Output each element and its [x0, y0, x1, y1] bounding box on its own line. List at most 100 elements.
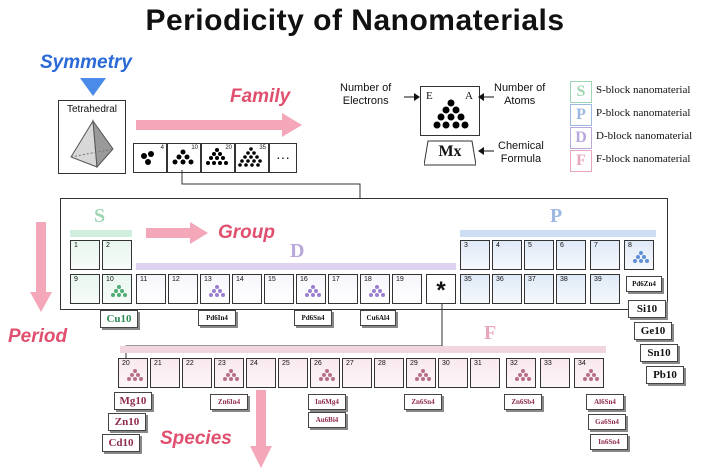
legend-f-box: F — [570, 150, 592, 172]
species-tag-zn6sn4[interactable]: Zn6Sn4 — [404, 394, 442, 410]
species-tag-zn6sb4[interactable]: Zn6Sb4 — [504, 394, 542, 410]
page-title: Periodicity of Nanomaterials — [145, 4, 565, 37]
cell-15[interactable]: 15 — [264, 274, 294, 304]
cluster-icon — [515, 369, 531, 381]
cluster-icon — [369, 285, 385, 297]
cell-3[interactable]: 3 — [460, 240, 490, 270]
species-tag-sn10[interactable]: Sn10 — [640, 344, 678, 362]
period-arrow — [30, 222, 52, 312]
legend-s-text: S-block nanomaterial — [596, 84, 691, 96]
species-tag-in6mg4[interactable]: In6Mg4 — [308, 394, 346, 410]
cell-6[interactable]: 6 — [556, 240, 586, 270]
cluster-icon — [127, 369, 143, 381]
cell-10[interactable]: 10 — [102, 274, 132, 304]
cell-37[interactable]: 37 — [524, 274, 554, 304]
species-tag-cd10[interactable]: Cd10 — [102, 434, 140, 452]
cluster-icon — [111, 285, 127, 297]
cell-19[interactable]: 19 — [392, 274, 422, 304]
species-tag-au6bi4[interactable]: Au6Bi4 — [308, 412, 346, 428]
species-tag-zn6in4[interactable]: Zn6In4 — [210, 394, 248, 410]
f-block-letter: F — [484, 322, 497, 344]
s-block-letter: S — [94, 205, 106, 227]
species-tag-si10[interactable]: Si10 — [628, 300, 666, 318]
cell-23[interactable]: 23 — [214, 358, 244, 388]
group-arrow — [146, 222, 208, 244]
cluster-icon — [172, 149, 194, 165]
cell-20[interactable]: 20 — [118, 358, 148, 388]
connector-line — [181, 170, 361, 198]
cell-32[interactable]: 32 — [506, 358, 536, 388]
cluster-icon — [238, 147, 262, 167]
cluster-icon — [209, 285, 225, 297]
cell-38[interactable]: 38 — [556, 274, 586, 304]
cell-34[interactable]: 34 — [574, 358, 604, 388]
cell-21[interactable]: 21 — [150, 358, 180, 388]
formula-box: E A — [420, 86, 480, 136]
cell-12[interactable]: 12 — [168, 274, 198, 304]
cluster-icon — [433, 99, 469, 129]
species-label: Species — [160, 428, 232, 449]
cell-14[interactable]: 14 — [232, 274, 262, 304]
symmetry-label: Symmetry — [40, 52, 132, 73]
cell-27[interactable]: 27 — [342, 358, 372, 388]
cluster-icon — [223, 369, 239, 381]
f-block-placeholder[interactable]: * — [426, 274, 456, 304]
legend-p-box: P — [570, 104, 592, 126]
cell-2[interactable]: 2 — [102, 240, 132, 270]
legend-s-box: S — [570, 81, 592, 103]
tetrahedral-box: Tetrahedral — [58, 100, 126, 174]
f-block-bar — [120, 346, 606, 353]
cell-33[interactable]: 33 — [540, 358, 570, 388]
cell-25[interactable]: 25 — [278, 358, 308, 388]
cell-9[interactable]: 9 — [70, 274, 100, 304]
cluster-icon — [633, 251, 649, 263]
species-tag-ge10[interactable]: Ge10 — [634, 322, 672, 340]
species-tag-pd6zn4[interactable]: Pd6Zn4 — [626, 276, 662, 292]
cluster-icon — [305, 285, 321, 297]
symmetry-arrow — [80, 78, 106, 96]
species-tag-ga6sn4[interactable]: Ga6Sn4 — [588, 414, 626, 430]
species-tag-cu10[interactable]: Cu10 — [100, 310, 138, 328]
cell-5[interactable]: 5 — [524, 240, 554, 270]
cluster-icon — [206, 148, 228, 165]
cell-1[interactable]: 1 — [70, 240, 100, 270]
cell-16[interactable]: 16 — [296, 274, 326, 304]
cell-26[interactable]: 26 — [310, 358, 340, 388]
cell-36[interactable]: 36 — [492, 274, 522, 304]
cell-28[interactable]: 28 — [374, 358, 404, 388]
cell-24[interactable]: 24 — [246, 358, 276, 388]
species-tag-in6sn4[interactable]: In6Sn4 — [590, 434, 628, 450]
cell-30[interactable]: 30 — [438, 358, 468, 388]
species-tag-cu6al4[interactable]: Cu6Al4 — [360, 310, 396, 326]
s-block-bar — [70, 230, 132, 237]
species-tag-pb10[interactable]: Pb10 — [646, 366, 684, 384]
species-tag-pd6in4[interactable]: Pd6In4 — [198, 310, 236, 326]
species-tag-mg10[interactable]: Mg10 — [114, 392, 152, 410]
species-tag-zn10[interactable]: Zn10 — [108, 413, 146, 431]
cell-8[interactable]: 8 — [624, 240, 654, 270]
cell-11[interactable]: 11 — [136, 274, 166, 304]
cluster-icon — [415, 369, 431, 381]
family-box-10: 10 — [167, 143, 201, 173]
cell-22[interactable]: 22 — [182, 358, 212, 388]
d-block-bar — [136, 263, 456, 270]
cell-31[interactable]: 31 — [470, 358, 500, 388]
mx-trapezoid: Mx — [424, 140, 476, 166]
species-tag-pd6sn4[interactable]: Pd6Sn4 — [294, 310, 332, 326]
cell-35[interactable]: 35 — [460, 274, 490, 304]
periodic-table-frame — [60, 198, 668, 310]
cell-18[interactable]: 18 — [360, 274, 390, 304]
family-label: Family — [230, 86, 291, 107]
cell-29[interactable]: 29 — [406, 358, 436, 388]
period-label: Period — [8, 326, 68, 347]
cell-7[interactable]: 7 — [590, 240, 620, 270]
species-tag-al6sn4[interactable]: Al6Sn4 — [586, 394, 624, 410]
species-arrow — [250, 390, 272, 468]
group-label: Group — [218, 222, 275, 243]
cell-17[interactable]: 17 — [328, 274, 358, 304]
cell-13[interactable]: 13 — [200, 274, 230, 304]
cell-39[interactable]: 39 — [590, 274, 620, 304]
cell-4[interactable]: 4 — [492, 240, 522, 270]
